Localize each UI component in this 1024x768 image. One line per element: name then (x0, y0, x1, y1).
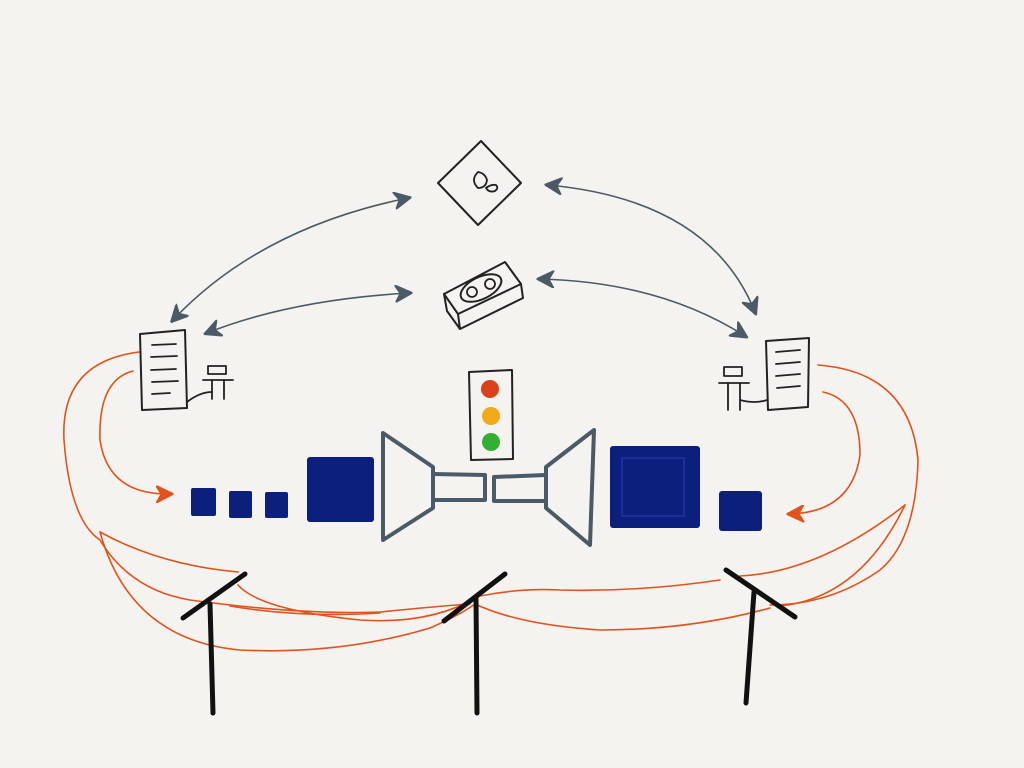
dual-socket-device-icon (443, 261, 524, 330)
key-card-icon (437, 140, 522, 226)
network-icon (186, 365, 234, 403)
wire-left-span-upper (99, 531, 239, 573)
block-left-small-3 (265, 492, 288, 518)
traffic-light-icon (468, 369, 514, 461)
right-horn (492, 428, 596, 547)
arrow-key-card-to-right-node (548, 185, 755, 312)
right-document-node (718, 337, 810, 411)
amber-light (482, 407, 500, 425)
wire-mid-span-lower (229, 603, 771, 631)
block-left-small-1 (191, 488, 216, 516)
wire-left-span-lower (99, 531, 476, 652)
left-horn (381, 431, 487, 542)
utility-pole-icon (180, 571, 248, 716)
wire-left-inner (99, 370, 170, 494)
utility-pole-icon (723, 567, 798, 706)
red-light (481, 380, 499, 398)
green-light (482, 433, 500, 451)
network-icon (718, 366, 768, 411)
arrow-left-node-to-key-card (173, 198, 408, 320)
wire-right-outer (769, 364, 919, 606)
arrow-socket-device-to-right-node (540, 279, 745, 336)
wire-right-span-upper (739, 504, 906, 577)
connection-arrows (173, 185, 755, 336)
block-left-small-2 (229, 491, 252, 518)
arrow-left-node-to-socket-device (207, 293, 409, 333)
block-left-large (307, 457, 374, 522)
block-right-large (610, 446, 700, 528)
utility-pole-icon (441, 571, 508, 716)
data-blocks (191, 446, 762, 531)
wire-left-outer (63, 351, 471, 614)
wire-right-inner (790, 391, 861, 514)
block-right-small (719, 491, 762, 531)
left-document-node (139, 329, 234, 411)
wire-right-span-lower (779, 504, 906, 607)
